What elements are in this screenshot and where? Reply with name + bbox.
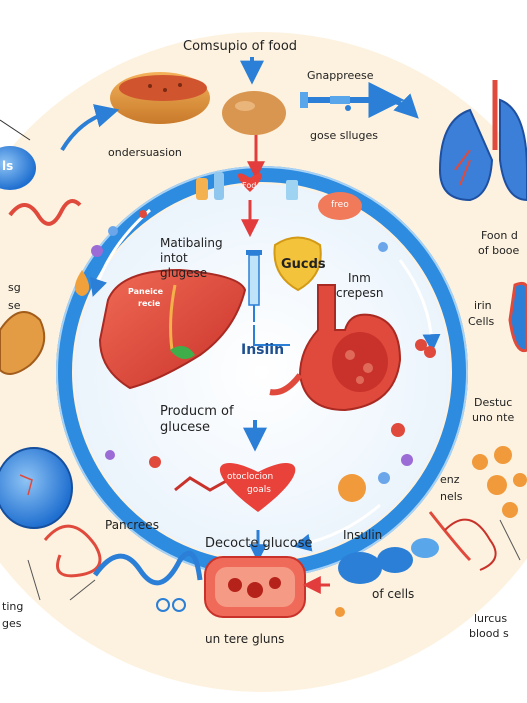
hotdog-food-icon — [110, 72, 210, 124]
label-metabolizing-3: glugese — [160, 266, 208, 280]
lungs-icon — [438, 80, 527, 202]
molecule-chain — [174, 476, 229, 492]
potato-icon — [222, 91, 286, 135]
label-freo: freo — [331, 200, 349, 210]
blue-cell-bottom-left — [0, 447, 73, 529]
orange-cell — [338, 474, 366, 502]
label-destruction-2: uno nte — [472, 411, 515, 424]
label-fod: Fod — [242, 181, 257, 190]
label-untere-gluns: un tere gluns — [205, 632, 285, 646]
label-consumption-of-food: Comsupio of food — [183, 39, 298, 54]
glucose-shield-icon — [273, 236, 322, 292]
label-heart-bottom-1: otoclocion — [227, 472, 274, 482]
label-production-1: Producm of — [160, 404, 234, 419]
label-right-top-2: of booe — [478, 244, 520, 257]
stomach-icon — [269, 284, 402, 412]
label-left-bottom-1: ting — [2, 600, 24, 613]
label-left-bottom-2: ges — [2, 617, 22, 630]
label-right-top-1: Foon d — [481, 229, 518, 242]
organ-left-middle-icon — [0, 311, 46, 375]
liver-icon — [98, 268, 247, 390]
label-destruction-1: Destuc — [474, 396, 513, 409]
label-crepesn: crepesn — [336, 286, 384, 300]
droplet-icon — [74, 270, 90, 296]
label-heart-bottom-2: goals — [247, 485, 271, 495]
label-irin: irin — [474, 299, 492, 312]
syringe-icon — [246, 250, 290, 346]
label-liver-1: Paneice — [128, 287, 164, 296]
label-gose-sluges: gose slluges — [310, 129, 379, 142]
label-gucds: Gucds — [281, 257, 326, 272]
label-insulin-center: Insiin — [241, 342, 285, 358]
label-insulin-right: Insulin — [343, 528, 383, 542]
label-production-2: glucese — [160, 420, 211, 435]
label-gnappreese: Gnappreese — [307, 69, 374, 82]
freo-cell — [318, 192, 362, 220]
label-cells: Cells — [468, 315, 495, 328]
label-pancrees: Pancrees — [105, 518, 159, 532]
molecule-tube-icon — [300, 82, 405, 118]
red-strand-bottom-left — [43, 524, 102, 578]
insulin-cells-icon — [335, 538, 439, 617]
bottles-icon — [196, 172, 298, 200]
label-metabolizing-1: Matibaling — [160, 236, 223, 250]
label-lurcus: lurcus — [474, 612, 508, 625]
label-inm: Inm — [348, 271, 371, 285]
heart-bottom-icon — [219, 462, 296, 512]
label-blood-s: blood s — [469, 627, 509, 640]
label-enz: enz — [440, 473, 460, 486]
label-of-cells: of cells — [372, 587, 415, 601]
red-network-strand — [444, 518, 497, 571]
label-decocte-glucose: Decocte glucose — [205, 536, 313, 551]
label-ondersuasion: ondersuasion — [108, 146, 182, 159]
right-edge-cell — [508, 281, 527, 353]
label-liver-2: recie — [138, 299, 161, 308]
label-left-middle-1: sg — [8, 281, 21, 294]
red-strand-left — [8, 199, 82, 226]
label-nels: nels — [440, 490, 463, 503]
blue-cell-top-left — [0, 146, 36, 190]
heart-top-icon — [237, 173, 263, 192]
blue-ribbon-strand — [92, 550, 203, 586]
label-metabolizing-2: intot — [160, 251, 188, 265]
label-blue-cell: ls — [2, 159, 14, 173]
label-left-middle-2: se — [8, 299, 21, 312]
blood-vessel-icon — [204, 556, 306, 618]
